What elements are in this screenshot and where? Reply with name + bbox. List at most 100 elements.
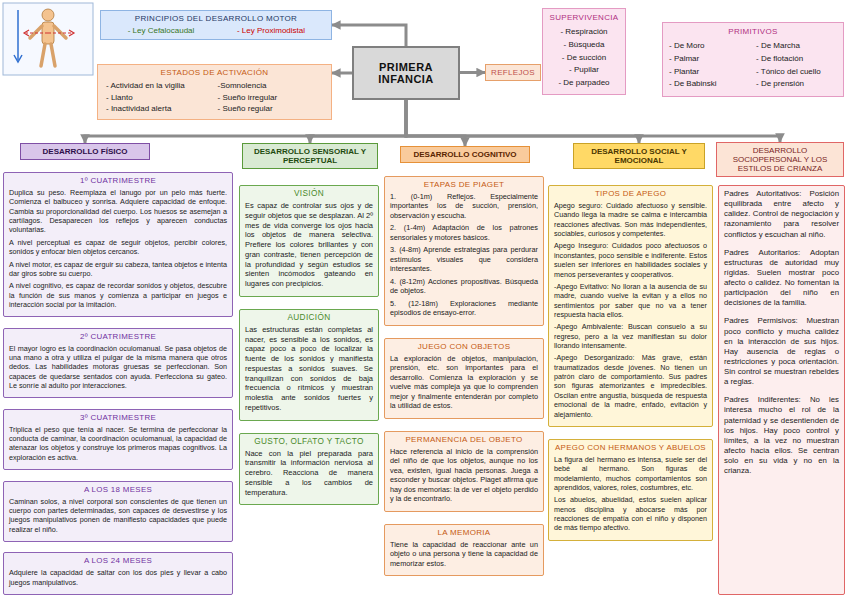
box-heading: PRIMITIVOS bbox=[669, 27, 837, 36]
box-text: Duplica su peso. Reemplaza el lanugo por… bbox=[9, 188, 227, 235]
info-box: APEGO CON HERMANOS Y ABUELOS La figura de… bbox=[548, 439, 713, 541]
box-heading: VISIÓN bbox=[245, 189, 373, 198]
box-text: La exploración de objetos, manipulación,… bbox=[390, 354, 538, 411]
box-text: - Pupilar bbox=[546, 64, 622, 77]
box-heading: DESARROLLO SENSORIAL Y PERCEPTUAL bbox=[247, 147, 373, 165]
box-heading: PRIMERA INFANCIA bbox=[354, 61, 458, 85]
figure-head bbox=[42, 9, 54, 21]
box-text: - Ley Proximodistal bbox=[219, 26, 323, 35]
box-text: Padres Indiferentes: No les interesa muc… bbox=[724, 395, 839, 476]
survival-box: SUPERVIVENCIA- Respiración- Búsqueda- De… bbox=[542, 8, 626, 95]
info-box: A LOS 24 MESES Adquiere la capacidad de s… bbox=[3, 552, 233, 595]
info-box: JUEGO CON OBJETOS La exploración de objet… bbox=[384, 338, 544, 419]
box-text: -Apego Desorganizado: Más grave, están t… bbox=[554, 353, 707, 419]
info-box: 3º CUATRIMESTRE Triplica el peso que tení… bbox=[3, 409, 233, 470]
box-text: Caminan solos, a nivel corporal son cons… bbox=[9, 497, 227, 534]
item-column: - Ley Cefalocaudal bbox=[109, 26, 213, 35]
connector-arrow bbox=[332, 72, 352, 75]
item-column: - De Marcha- De flotación- Tónico del cu… bbox=[756, 40, 837, 91]
item-column: - Actividad en la vigilia- Llanto- Inact… bbox=[106, 80, 212, 115]
proximodistal-arrow bbox=[26, 32, 72, 33]
box-heading: REFLEJOS bbox=[490, 68, 536, 77]
box-heading: APEGO CON HERMANOS Y ABUELOS bbox=[554, 443, 707, 452]
box-text: Apego Inseguro: Cuidados poco afectuosos… bbox=[554, 241, 707, 278]
connector-arrow bbox=[332, 25, 406, 46]
box-heading: 3º CUATRIMESTRE bbox=[9, 413, 227, 422]
box-text: - De prensión bbox=[756, 78, 837, 91]
box-text: 3. (4-8m) Aprende estrategias para perdu… bbox=[390, 245, 538, 273]
box-text: Es capaz de controlar sus ojos y de segu… bbox=[245, 201, 373, 289]
branch-header: DESARROLLO SENSORIAL Y PERCEPTUAL bbox=[242, 143, 378, 169]
box-text: Padres Autoritativos: Posición equilibra… bbox=[724, 189, 839, 240]
box-heading: AUDICIÓN bbox=[245, 313, 373, 322]
box-text: Triplica el peso que tenía al nacer. Se … bbox=[9, 425, 227, 462]
box-text: - Inactividad alerta bbox=[106, 103, 212, 115]
box-heading: GUSTO, OLFATO Y TACTO bbox=[245, 437, 373, 446]
box-text: 4. (8-12m) Acciones propositivas. Búsque… bbox=[390, 277, 538, 296]
box-text: - De succión bbox=[546, 52, 622, 65]
arrow-head bbox=[24, 30, 74, 36]
item-columns: - Ley Cefalocaudal - Ley Proximodistal bbox=[109, 26, 323, 35]
box-text: - De Marcha bbox=[756, 40, 837, 53]
box-text: Apego seguro: Cuidado afectuoso y sensib… bbox=[554, 201, 707, 238]
box-text: Tiene la capacidad de reaccionar ante un… bbox=[390, 540, 538, 568]
connector-arrow bbox=[406, 100, 780, 142]
box-heading: A LOS 24 MESES bbox=[9, 556, 227, 565]
branch-header: DESARROLLO COGNITIVO bbox=[400, 146, 530, 163]
arrow-head bbox=[14, 55, 22, 62]
connector-arrow bbox=[406, 100, 465, 146]
info-box: Padres Autoritativos: Posición equilibra… bbox=[718, 185, 845, 595]
box-text: - De Babinski bbox=[669, 78, 750, 91]
box-text: - Sueño irregular bbox=[218, 92, 324, 104]
box-heading: ESTADOS DE ACTIVACIÓN bbox=[106, 68, 323, 77]
states-box: ESTADOS DE ACTIVACIÓN - Actividad en la v… bbox=[97, 64, 332, 120]
box-text: - Tónico del cuello bbox=[756, 66, 837, 79]
box-text: - Ley Cefalocaudal bbox=[109, 26, 213, 35]
reflexes-box: REFLEJOS bbox=[485, 64, 541, 81]
item-columns: - De Moro- Palmar- Plantar- De Babinski-… bbox=[669, 40, 837, 91]
illustration-frame bbox=[3, 3, 93, 75]
box-heading: A LOS 18 MESES bbox=[9, 485, 227, 494]
box-text: 2. (1-4m) Adaptación de los patrones sen… bbox=[390, 223, 538, 242]
box-text: A nivel perceptual es capaz de seguir ob… bbox=[9, 238, 227, 257]
box-heading: JUEGO CON OBJETOS bbox=[390, 342, 538, 351]
box-text: - De parpadeo bbox=[546, 77, 622, 90]
branch-header: DESARROLLO SOCIOPERSONAL Y LOS ESTILOS D… bbox=[716, 142, 844, 177]
info-box: AUDICIÓNLas estructuras están completas … bbox=[239, 309, 379, 421]
connector-arrow bbox=[460, 71, 485, 74]
box-text: Adquiere la capacidad de saltar con los … bbox=[9, 568, 227, 587]
box-text: - Llanto bbox=[106, 92, 212, 104]
box-text: - Sueño regular bbox=[218, 103, 324, 115]
branch-header: DESARROLLO SOCIAL Y EMOCIONAL bbox=[573, 143, 705, 169]
item-columns: - Actividad en la vigilia- Llanto- Inact… bbox=[106, 80, 323, 115]
info-box: PERMANENCIA DEL OBJETOHace referencia al… bbox=[384, 431, 544, 512]
box-heading: LA MEMORIA bbox=[390, 528, 538, 537]
box-text: - Plantar bbox=[669, 66, 750, 79]
box-text: El mayor logro es la coordinación oculom… bbox=[9, 344, 227, 391]
item-column: - De Moro- Palmar- Plantar- De Babinski bbox=[669, 40, 750, 91]
box-heading: TIPOS DE APEGO bbox=[554, 189, 707, 198]
box-heading: ETAPAS DE PIAGET bbox=[390, 180, 538, 189]
info-box: LA MEMORIA Tiene la capacidad de reaccion… bbox=[384, 524, 544, 576]
info-box: ETAPAS DE PIAGET1. (0-1m) Reflejos. Espe… bbox=[384, 176, 544, 326]
box-text: 5. (12-18m) Exploraciones mediante episo… bbox=[390, 299, 538, 318]
box-text: Los abuelos, abuelidad, estos suelen apl… bbox=[554, 495, 707, 532]
box-heading: SUPERVIVENCIA bbox=[546, 13, 622, 22]
box-text: Nace con la piel preparada para transmit… bbox=[245, 449, 373, 498]
branch-header: DESARROLLO FÍSICO bbox=[20, 143, 150, 160]
info-box: 2º CUATRIMESTREEl mayor logro es la coor… bbox=[3, 328, 233, 399]
box-text: A nivel cognitivo, es capaz de recordar … bbox=[9, 281, 227, 309]
primitive-box: PRIMITIVOS - De Moro- Palmar- Plantar- De… bbox=[662, 22, 844, 97]
item-column: -Somnolencia- Sueño irregular- Sueño reg… bbox=[218, 80, 324, 115]
box-heading: DESARROLLO COGNITIVO bbox=[413, 150, 516, 159]
info-box: TIPOS DE APEGO Apego seguro: Cuidado afec… bbox=[548, 185, 713, 427]
connector-arrow bbox=[85, 100, 406, 143]
box-text: Hace referencia al inicio de la comprens… bbox=[390, 447, 538, 504]
box-text: La figura del hermano es intensa, suele … bbox=[554, 455, 707, 492]
figure-limbs bbox=[30, 26, 66, 66]
box-text: Padres Autoritarios: Adoptan estructuras… bbox=[724, 248, 839, 309]
box-text: - Palmar bbox=[669, 53, 750, 66]
box-text: - Actividad en la vigilia bbox=[106, 80, 212, 92]
box-text: Padres Permisivos: Muestran poco conflic… bbox=[724, 316, 839, 387]
